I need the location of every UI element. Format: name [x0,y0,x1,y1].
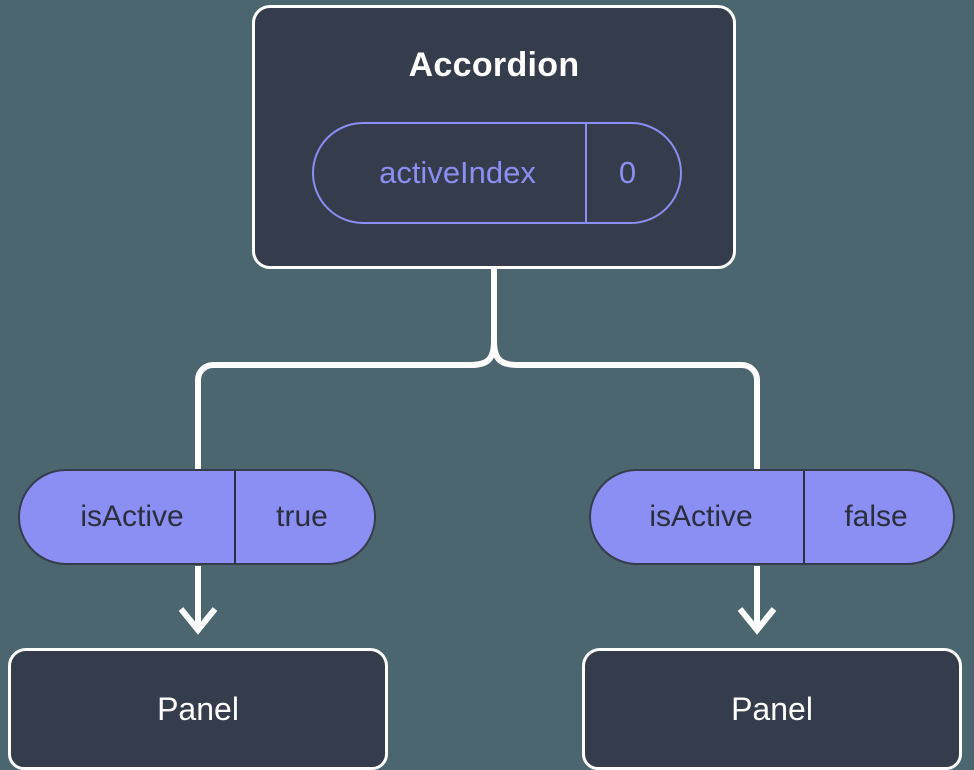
panel-title: Panel [731,691,813,727]
pill-divider [234,471,236,563]
panel-node-left[interactable]: Panel [8,648,388,770]
accordion-title: Accordion [408,46,580,84]
prop-value-label: true [276,500,328,533]
prop-pill-isactive-true[interactable]: isActive true [18,469,376,565]
state-value-label: 0 [618,155,637,190]
panel-title: Panel [157,691,239,727]
state-pill-activeindex[interactable]: activeIndex 0 [312,122,682,224]
prop-key-label: isActive [80,500,184,533]
fork-branch-right [491,340,760,470]
arrow-head-right [737,607,777,635]
pill-divider [585,124,587,222]
arrow-head-left [178,607,218,635]
panel-node-right[interactable]: Panel [582,648,962,770]
fork-branch-left [195,340,497,470]
prop-key-label: isActive [649,500,753,533]
prop-pill-isactive-false[interactable]: isActive false [589,469,955,565]
pill-divider [803,471,805,563]
state-key-label: activeIndex [379,155,536,190]
prop-value-label: false [844,500,908,533]
accordion-node[interactable]: Accordion activeIndex 0 [252,5,736,269]
